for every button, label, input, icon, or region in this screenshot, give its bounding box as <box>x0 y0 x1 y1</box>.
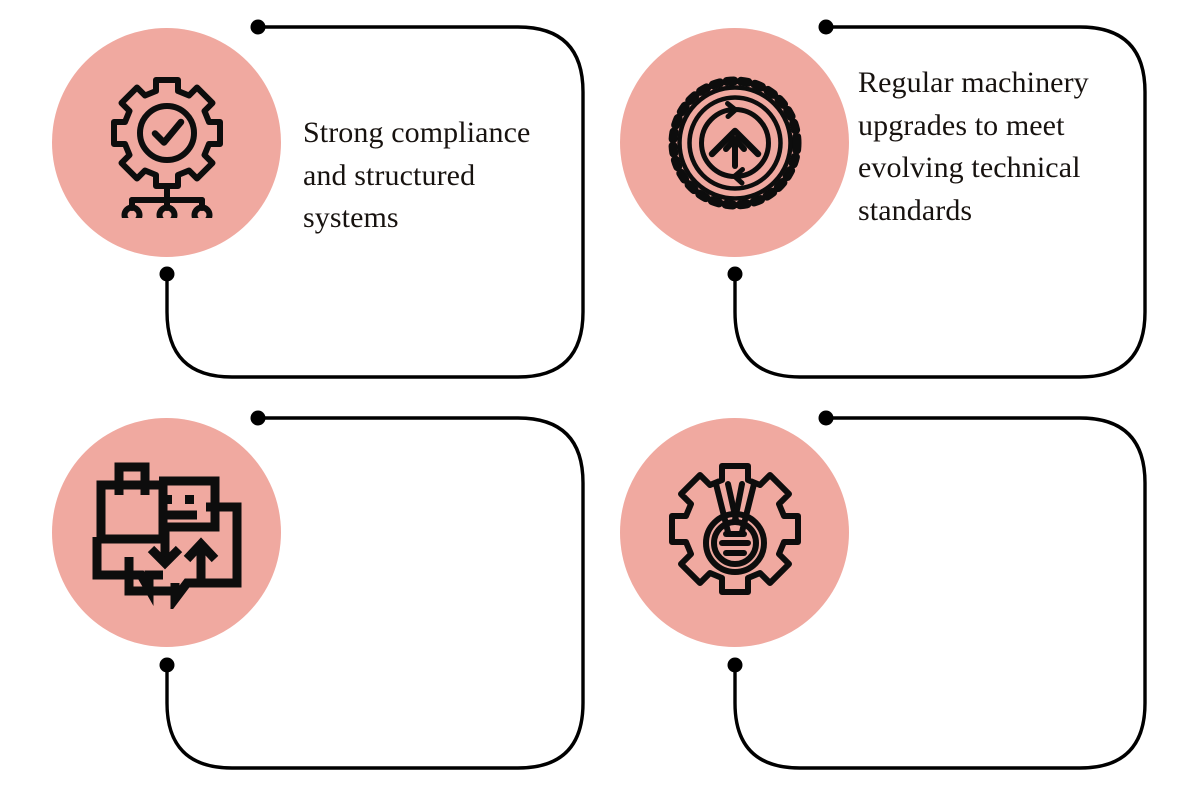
feedback-exchange-icon <box>92 462 241 609</box>
gear-check-hierarchy-icon <box>110 76 223 218</box>
icon-badge-rnd[interactable] <box>620 418 849 647</box>
gear-medal-quality-icon <box>668 462 801 595</box>
panel-compliance[interactable]: Strong compliance and structured systems <box>0 0 600 400</box>
gear-upgrade-arrow-icon <box>668 76 801 209</box>
panel-machinery-upgrades[interactable]: Regular machinery upgrades to meet evolv… <box>568 0 1168 400</box>
panel-research-development[interactable]: Dedicated R&D team improving fibre quali… <box>568 390 1168 790</box>
icon-badge-feedback[interactable] <box>52 418 281 647</box>
icon-badge-compliance[interactable] <box>52 28 281 257</box>
icon-badge-machinery[interactable] <box>620 28 849 257</box>
panel-feedback[interactable]: Internal and external feedback to refine… <box>0 390 600 790</box>
panel-text-machinery: Regular machinery upgrades to meet evolv… <box>858 66 1089 227</box>
panel-text-compliance: Strong compliance and structured systems <box>303 116 531 235</box>
